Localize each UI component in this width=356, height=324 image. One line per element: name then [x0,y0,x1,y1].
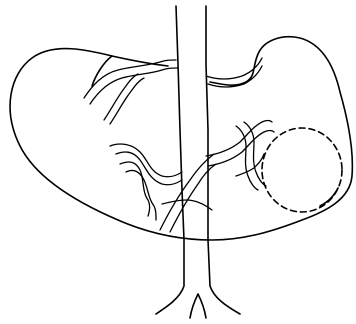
central-tube-fork [190,294,206,318]
upper-left-vessel-c [104,74,138,120]
lower-right-vessel-e [236,154,264,176]
upper-right-vessel-a [206,58,262,79]
central-tube-right-wall [206,6,240,314]
left-organ-inner-edge [92,56,112,86]
upper-left-vessel-b [90,68,178,104]
crossing-vessel-a [160,154,214,230]
lower-left-vessel-b [116,152,182,185]
lower-left-vessel-a [110,144,182,177]
lower-right-vessel-b [208,131,274,167]
lower-right-vessel-a [206,121,272,157]
central-tube-left-wall [156,6,184,314]
